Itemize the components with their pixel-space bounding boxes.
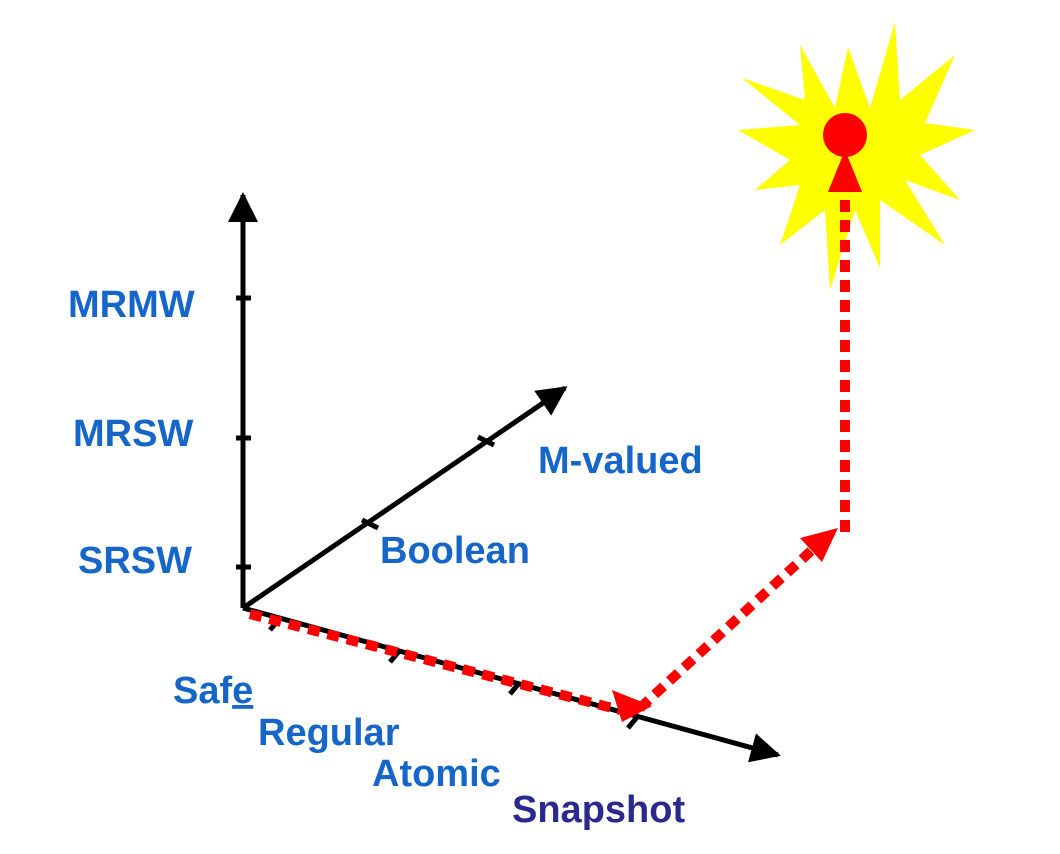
- horizontal-tick-snapshot: [626, 714, 640, 730]
- label-boolean: Boolean: [380, 530, 530, 572]
- depth-tick-boolean: [360, 517, 380, 531]
- label-snapshot: Snapshot: [512, 789, 685, 831]
- depth-axis: [241, 385, 568, 611]
- label-regular: Regular: [258, 712, 400, 754]
- path-arrowhead-up: [828, 150, 862, 192]
- path-segment-1: [248, 609, 622, 715]
- label-mrmw: MRMW: [68, 284, 195, 326]
- path-segment-2: [636, 546, 816, 712]
- label-safe-prefix: Saf: [173, 670, 232, 712]
- label-mrsw: MRSW: [73, 413, 193, 455]
- depth-tick-mvalued: [476, 434, 496, 448]
- label-m-valued: M-valued: [538, 440, 703, 482]
- label-srsw: SRSW: [78, 540, 192, 582]
- label-safe: Safe: [173, 670, 253, 712]
- horizontal-tick-atomic: [508, 680, 522, 696]
- path-arrowhead-2: [800, 528, 838, 562]
- path-arrowhead-1: [612, 690, 652, 722]
- label-atomic: Atomic: [372, 753, 501, 795]
- red-dot-icon: [823, 113, 867, 157]
- label-safe-underlined: e: [232, 670, 253, 712]
- star-burst-icon: [738, 22, 975, 290]
